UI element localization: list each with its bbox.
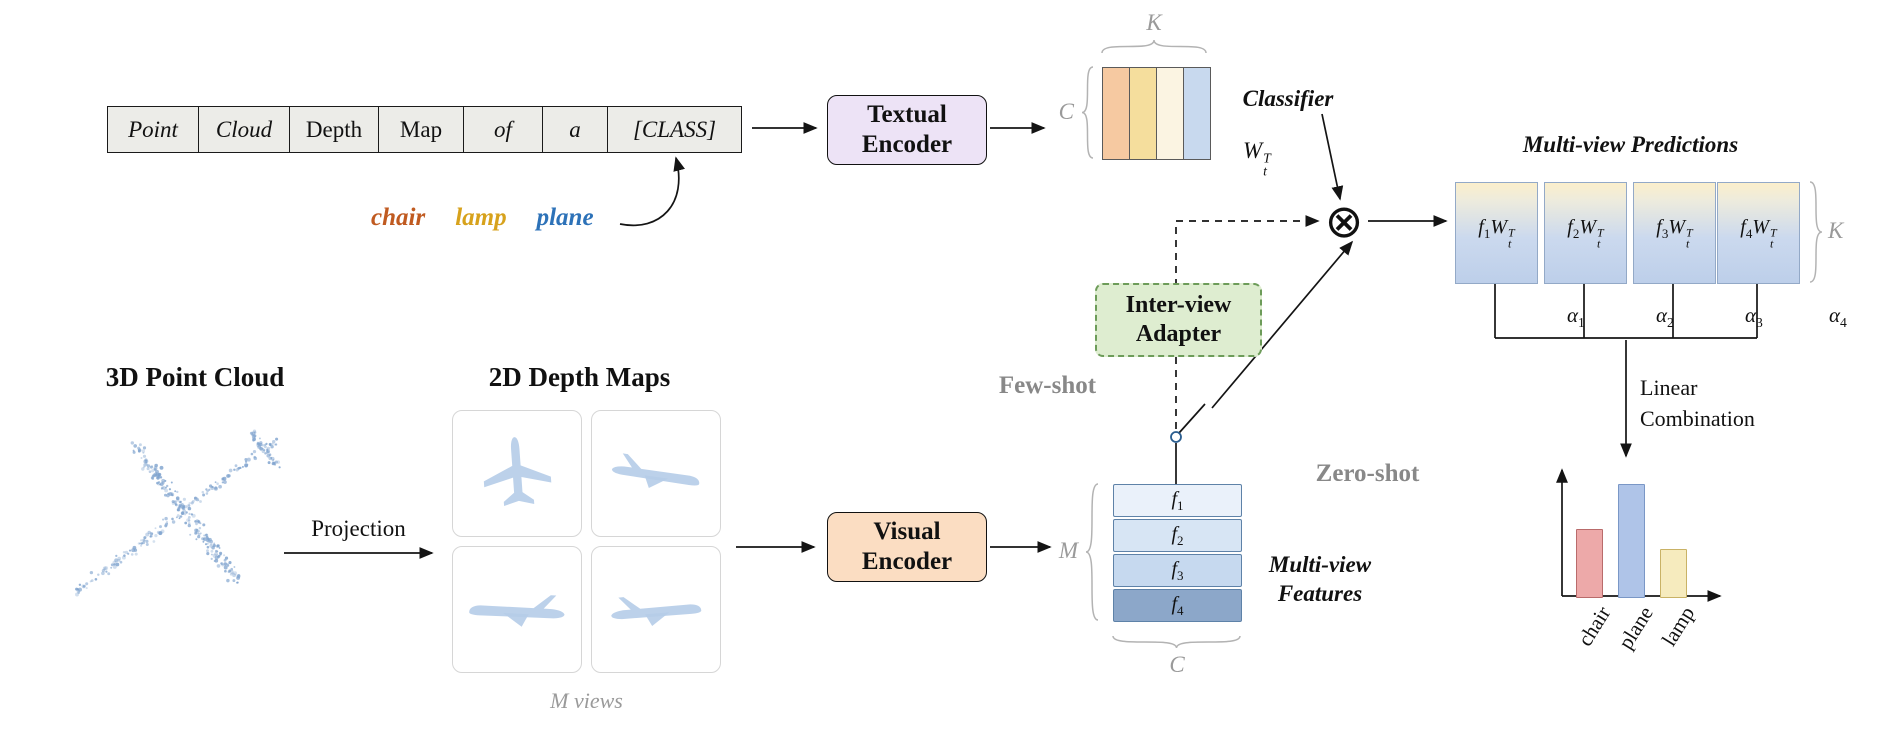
few-shot-label: Few-shot — [985, 372, 1110, 400]
brace-m-features — [1086, 484, 1098, 620]
prompt-cell: Cloud — [199, 107, 290, 152]
point-cloud-title: 3D Point Cloud — [90, 362, 300, 393]
feature-row: f4 — [1113, 589, 1242, 622]
depth-map-cell — [452, 546, 582, 673]
inter-view-adapter-box: Inter-view Adapter — [1095, 283, 1262, 357]
classifier-weight-column — [1129, 67, 1157, 160]
dim-c-label-features: C — [1163, 652, 1191, 678]
prediction-box: f1WTt — [1455, 182, 1538, 284]
brace-c-features — [1113, 636, 1240, 648]
classifier-weights-symbol: WTt — [1243, 138, 1271, 178]
depth-map-cell — [452, 410, 582, 537]
feature-row: f2 — [1113, 519, 1242, 552]
arrow-class-to-template — [620, 158, 679, 225]
feature-row: f1 — [1113, 484, 1242, 517]
predictions-title: Multi-view Predictions — [1488, 132, 1773, 158]
prompt-cell: of — [464, 107, 543, 152]
dim-c-label-classifier: C — [1048, 99, 1074, 125]
depth-map-cell — [591, 546, 721, 673]
score-bar — [1618, 484, 1645, 598]
classifier-weight-stack — [1102, 67, 1211, 160]
alpha-weight: α4 — [1829, 303, 1847, 331]
brace-k-classifier — [1102, 40, 1206, 53]
depth-map-cell — [591, 410, 721, 537]
class-option: chair — [371, 204, 425, 232]
brace-c-classifier — [1082, 67, 1093, 158]
classifier-weight-column — [1156, 67, 1184, 160]
dim-m-label-features: M — [1050, 538, 1078, 564]
airplane-depth-silhouette-side-view — [461, 584, 573, 636]
class-option: lamp — [455, 204, 506, 232]
prediction-box: f2WTt — [1544, 182, 1627, 284]
score-bar — [1576, 529, 1603, 598]
m-views-caption: M views — [452, 688, 721, 714]
airplane-point-cloud — [68, 420, 296, 620]
dim-k-label-predictions: K — [1828, 218, 1868, 244]
prediction-box: f3WTt — [1633, 182, 1716, 284]
prompt-cell: Point — [108, 107, 199, 152]
airplane-depth-silhouette-top-view — [472, 429, 562, 519]
brace-k-predictions — [1810, 182, 1822, 282]
textual-encoder-box: Textual Encoder — [827, 95, 987, 165]
switch-lever — [1179, 404, 1205, 433]
alpha-weight: α3 — [1745, 303, 1763, 331]
classifier-weight-column — [1183, 67, 1211, 160]
mode-switch-pivot — [1171, 432, 1181, 442]
score-bar — [1660, 549, 1687, 598]
feature-row: f3 — [1113, 554, 1242, 587]
airplane-depth-silhouette-side-view — [602, 583, 709, 636]
arrow-classifier-to-otimes — [1322, 114, 1340, 199]
alpha-weight: α2 — [1656, 303, 1674, 331]
prompt-cell: Depth — [290, 107, 379, 152]
otimes-operator: ⊗ — [1320, 197, 1368, 245]
visual-encoder-box: Visual Encoder — [827, 512, 987, 582]
classifier-weight-column — [1102, 67, 1130, 160]
prompt-cell: Map — [379, 107, 464, 152]
class-options: chair lamp plane — [371, 204, 594, 232]
prompt-template-table: Point Cloud Depth Map of a [CLASS] — [107, 106, 742, 153]
alpha-weight: α1 — [1567, 303, 1585, 331]
prediction-box: f4WTt — [1717, 182, 1800, 284]
classifier-label: Classifier — [1228, 86, 1348, 112]
multiview-features-caption: Multi-view Features — [1256, 550, 1384, 608]
projection-label: Projection — [286, 516, 431, 542]
prompt-cell: a — [543, 107, 608, 152]
depth-map-grid — [452, 410, 721, 673]
point-cloud-scatter — [68, 420, 296, 625]
airplane-depth-silhouette-side-view — [603, 445, 710, 502]
prompt-cell-class: [CLASS] — [608, 107, 741, 152]
linear-combination-label: Linear Combination — [1640, 372, 1755, 434]
depth-maps-title: 2D Depth Maps — [472, 362, 687, 393]
class-option: plane — [537, 204, 594, 232]
dim-k-label-classifier: K — [1126, 10, 1182, 36]
zero-shot-label: Zero-shot — [1300, 460, 1435, 488]
